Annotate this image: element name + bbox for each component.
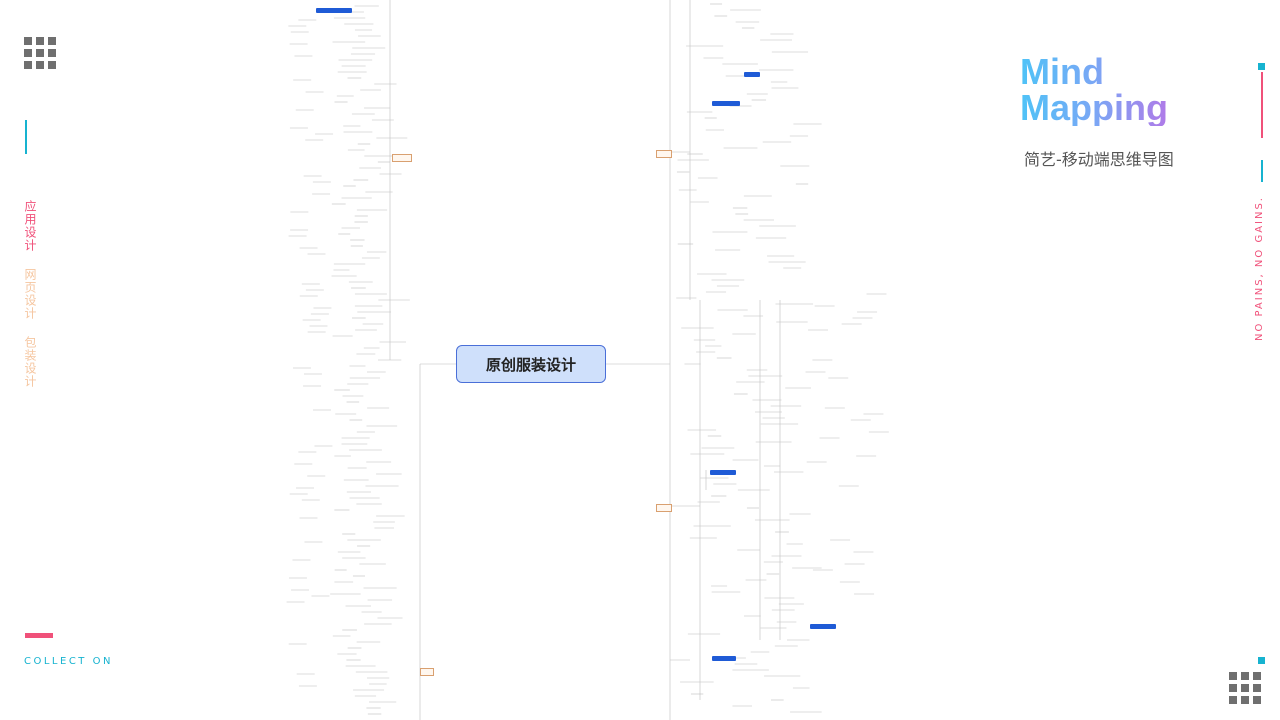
page-subtitle: 简艺-移动端思维导图 — [1024, 150, 1174, 169]
highlight-tag — [712, 101, 740, 106]
accent-square-bottom — [1258, 657, 1265, 664]
sidebar-item-web-design[interactable]: 网页设计 — [23, 268, 37, 320]
accent-square-top — [1258, 63, 1265, 70]
accent-line-left — [25, 120, 27, 154]
accent-line-right-cyan — [1261, 160, 1263, 182]
dot-grid-icon — [24, 37, 56, 69]
highlight-tag — [316, 8, 352, 13]
sidebar-item-package-design[interactable]: 包装设计 — [23, 336, 37, 388]
mindmap-center-node[interactable]: 原创服装设计 — [456, 345, 606, 383]
highlight-tag — [810, 624, 836, 629]
highlight-tag — [744, 72, 760, 77]
branch-node — [656, 504, 672, 512]
sidebar-item-app-design[interactable]: 应用设计 — [23, 200, 37, 252]
branch-node — [420, 668, 434, 676]
branch-node — [392, 154, 412, 162]
collect-label: COLLECT ON — [24, 656, 113, 667]
accent-line-right-pink — [1261, 72, 1263, 138]
branch-node — [656, 150, 672, 158]
dot-grid-icon-bottom — [1229, 672, 1261, 704]
highlight-tag — [710, 470, 736, 475]
highlight-tag — [712, 656, 736, 661]
accent-bar — [25, 633, 53, 638]
